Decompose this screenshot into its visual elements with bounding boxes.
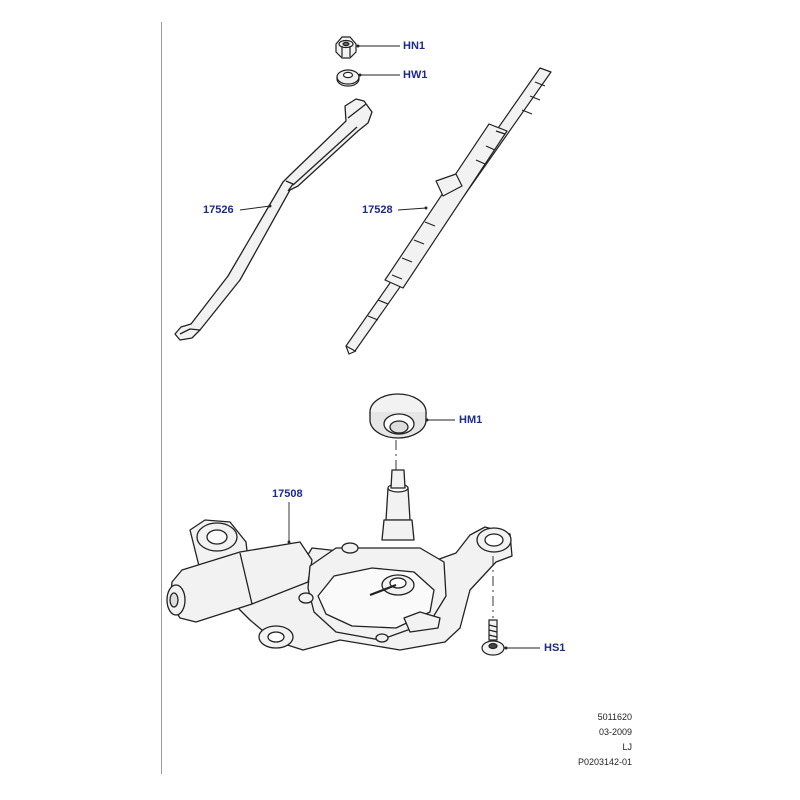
callout-hm1: HM1	[459, 414, 483, 426]
callout-hn1: HN1	[403, 40, 426, 52]
callout-17508: 17508	[272, 488, 303, 500]
screw-hs1-part	[481, 619, 505, 656]
drawing-reference-block: 5011620 03-2009 LJ P0203142-01	[578, 710, 632, 770]
leader-arm	[239, 204, 272, 211]
callout-hw1: HW1	[403, 69, 428, 81]
nut-hn1-part	[335, 36, 357, 59]
wiper-blade-part	[345, 67, 552, 355]
reference-part-id: P0203142-01	[577, 757, 632, 767]
grommet-hm1-part	[369, 393, 427, 439]
diagram-frame	[161, 22, 640, 774]
wiper-arm-part	[174, 98, 373, 341]
washer-hw1-part	[336, 69, 360, 87]
callout-hs1: HS1	[544, 642, 566, 654]
wiper-motor-part	[166, 469, 513, 651]
leader-blade	[397, 206, 428, 211]
reference-number: 5011620	[597, 712, 632, 722]
reference-code: LJ	[622, 742, 632, 752]
callout-17528: 17528	[362, 204, 393, 216]
callout-17526: 17526	[203, 204, 234, 216]
reference-date: 03-2009	[598, 727, 632, 737]
